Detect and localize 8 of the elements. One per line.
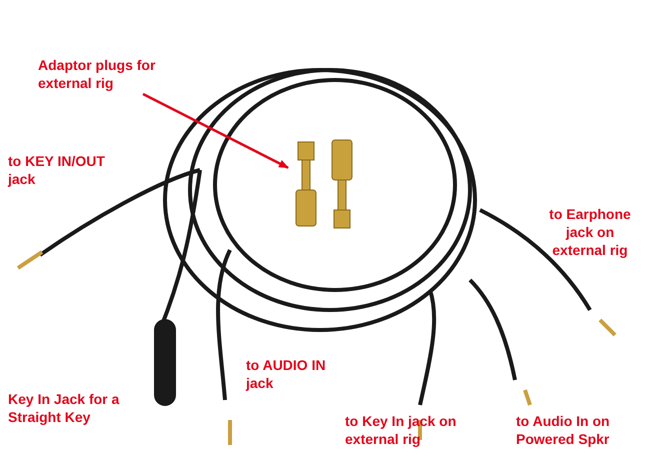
callout-text: to Earphone jack on external rig (548, 205, 632, 259)
callout-text: to AUDIO IN jack (246, 356, 327, 392)
callout-text: to Audio In on Powered Spkr (516, 412, 611, 448)
callout-text: Adaptor plugs for external rig (38, 56, 188, 92)
arrow (142, 92, 289, 169)
callout-text: to Key In jack on external rig (345, 412, 458, 448)
callout-text: Key In Jack for a Straight Key (8, 390, 120, 426)
callout-text: to KEY IN/OUT jack (8, 152, 106, 188)
